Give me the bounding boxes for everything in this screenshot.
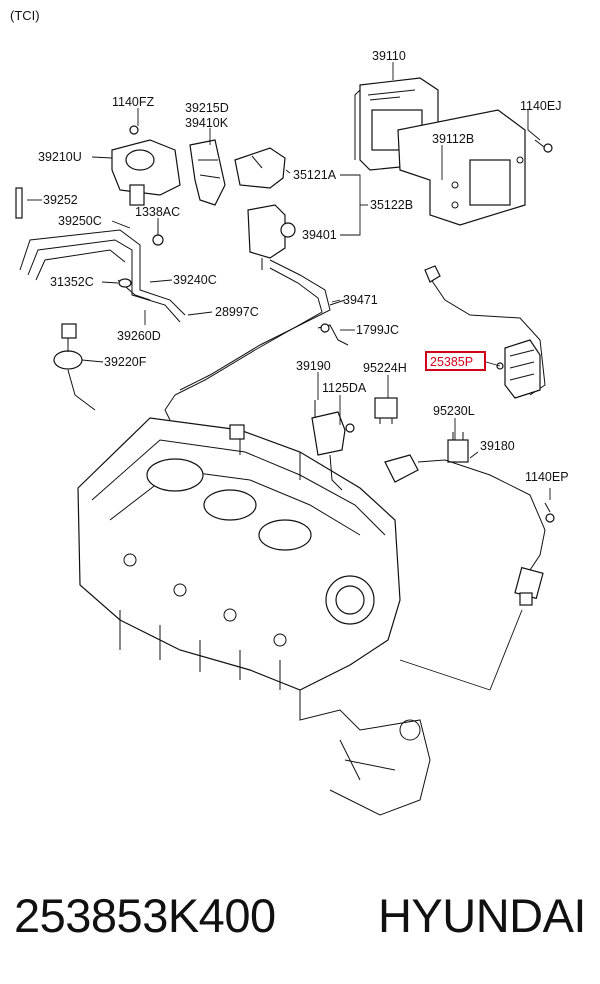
relay-95230l — [447, 432, 469, 463]
label-39252: 39252 — [43, 193, 78, 207]
label-1140ej: 1140EJ — [520, 99, 561, 113]
solenoid-bracket — [189, 139, 226, 206]
label-39220f: 39220F — [104, 355, 147, 369]
label-39240c: 39240C — [173, 273, 217, 287]
relay-95224h — [374, 397, 398, 424]
engine-cylinder-head — [77, 417, 431, 816]
vacuum-hoses — [19, 229, 346, 421]
label-39471: 39471 — [343, 293, 378, 307]
label-39215d: 39215D — [185, 101, 229, 115]
label-39260d: 39260D — [117, 329, 161, 343]
tube-39252 — [15, 187, 23, 219]
label-39180: 39180 — [480, 439, 515, 453]
label-39112b: 39112B — [432, 132, 474, 146]
relay-39190 — [311, 400, 355, 491]
clip-1799jc — [317, 323, 349, 346]
bolt-1140ej — [534, 139, 553, 153]
label-39210u: 39210U — [38, 150, 82, 164]
ecu-bracket — [397, 109, 526, 226]
label-95230l: 95230L — [433, 404, 475, 418]
clamp-31352c — [118, 278, 132, 288]
sensor-39220f — [53, 323, 96, 411]
label-39110: 39110 — [372, 49, 406, 63]
label-1338ac: 1338AC — [135, 205, 180, 219]
label-39250c: 39250C — [58, 214, 102, 228]
crank-position-sensor — [384, 454, 555, 606]
label-39190: 39190 — [296, 359, 331, 373]
exploded-parts-diagram: 39110 1140FZ 39215D 39410K 1140EJ 39210U… — [15, 49, 569, 816]
label-1140ep: 1140EP — [525, 470, 569, 484]
label-39410k: 39410K — [185, 116, 229, 130]
boost-solenoid — [247, 204, 296, 270]
part-number: 253853K400 — [14, 888, 276, 942]
product-caption: 253853K400 HYUNDAI — [0, 870, 600, 960]
label-31352c: 31352C — [50, 275, 94, 289]
label-35122b: 35122B — [370, 198, 413, 212]
label-1125da: 1125DA — [322, 381, 367, 395]
highlighted-part-box — [425, 351, 486, 371]
label-1140fz: 1140FZ — [112, 95, 155, 109]
label-35121a: 35121A — [293, 168, 337, 182]
part-labels: 39110 1140FZ 39215D 39410K 1140EJ 39210U… — [38, 49, 569, 484]
brand-name: HYUNDAI — [377, 888, 587, 942]
label-25385p: 25385P — [430, 355, 473, 369]
turbo-actuator — [111, 125, 181, 206]
label-39401: 39401 — [302, 228, 337, 242]
label-1799jc: 1799JC — [356, 323, 399, 337]
sensor-cover — [234, 147, 286, 189]
fan-resistor-25385p — [424, 265, 546, 399]
label-95224h: 95224H — [363, 361, 407, 375]
diagram-note: (TCI) — [10, 8, 40, 23]
leader-lines — [27, 62, 551, 691]
label-28997c: 28997C — [215, 305, 259, 319]
